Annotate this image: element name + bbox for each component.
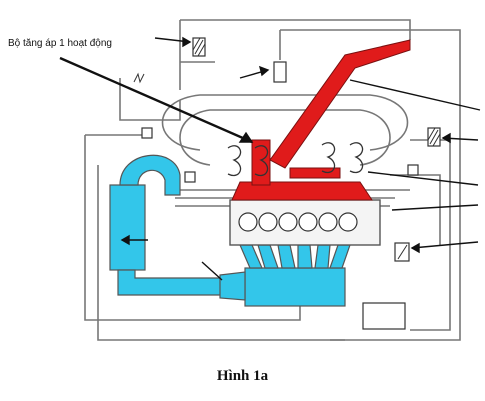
cylinder — [338, 212, 358, 232]
throttle-body — [219, 271, 246, 301]
right-frame-line — [280, 29, 461, 341]
pointer-arrowhead — [238, 131, 254, 143]
arrowhead — [441, 132, 451, 144]
sensor-right — [407, 164, 419, 176]
turbo-2-turbine-coil — [349, 142, 364, 174]
intake-runners — [239, 244, 351, 269]
intake-lower-pipe — [117, 269, 226, 296]
top-frame-line — [180, 19, 411, 40]
exhaust-downpipe — [269, 39, 411, 169]
figure-caption: Hình 1a — [216, 368, 269, 384]
intake-plenum — [244, 267, 346, 307]
turbo-1-housing — [251, 139, 271, 186]
pointer-arrow-turbo-1 — [59, 56, 253, 144]
exhaust-crossover — [289, 167, 341, 179]
engine-block — [229, 199, 381, 246]
step-line — [119, 78, 181, 121]
spring-symbol — [133, 72, 145, 84]
arrow-right-3 — [367, 171, 479, 186]
left-inner-line — [97, 165, 345, 341]
arrowhead — [258, 65, 270, 77]
intercooler — [109, 184, 146, 271]
ecu-box — [362, 302, 406, 330]
turbo-1-turbine-coil — [254, 145, 269, 177]
hatch — [427, 127, 441, 147]
turbo-1-label: Bộ tăng áp 1 hoạt động — [8, 38, 112, 49]
arrow-right-5 — [411, 241, 479, 249]
cylinder — [298, 212, 318, 232]
sensor-left — [141, 127, 153, 139]
arrow-right-4 — [391, 204, 479, 211]
arrowhead — [182, 36, 192, 48]
hatch — [192, 37, 206, 57]
arrow-throttle — [201, 261, 223, 281]
left-frame-line — [84, 135, 301, 321]
cylinder — [278, 212, 298, 232]
right-mid-line — [390, 174, 441, 245]
bypass-loop-upper — [161, 94, 409, 151]
arrowhead — [410, 242, 420, 254]
sensor-intake — [184, 171, 196, 183]
turbo-2-compressor-coil — [321, 142, 336, 174]
cylinder — [258, 212, 278, 232]
cylinder — [318, 212, 338, 232]
turbo-1-compressor-coil — [227, 145, 242, 177]
exhaust-manifold — [231, 181, 373, 201]
cylinder — [238, 212, 258, 232]
hatch — [397, 244, 408, 260]
bypass-loop-lower — [179, 109, 391, 166]
intake-bend-pipe — [119, 154, 181, 196]
wastegate-actuator — [273, 61, 287, 83]
arrowhead — [120, 234, 130, 246]
arrow-right-1 — [349, 79, 481, 111]
